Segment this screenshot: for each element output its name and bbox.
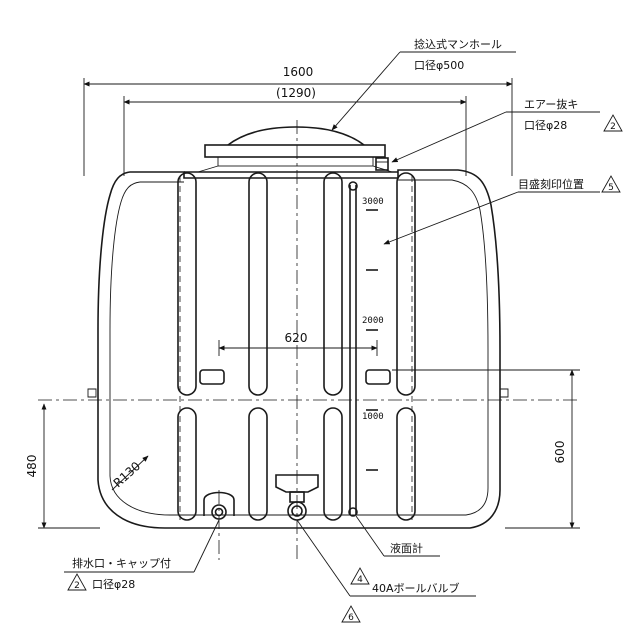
air-vent-label: エアー抜キ [524, 97, 578, 111]
handle-left [199, 369, 225, 385]
ball-valve-label: 40Aボールバルブ [372, 581, 460, 595]
dim-1600: 1600 [283, 65, 314, 79]
scale-mark-rev-triangle [601, 175, 621, 193]
center-lines [38, 120, 580, 560]
tank-body [97, 169, 501, 529]
dimension-lines: 1600 (1290) 620 600 480 R130 [25, 65, 580, 529]
drain-rev-triangle [67, 573, 87, 591]
manhole-flange [204, 144, 386, 158]
level-gauge-rev-triangle [350, 567, 370, 585]
drain-rev: 2 [74, 581, 80, 591]
level-gauge: 3000 2000 1000 [348, 181, 384, 517]
scale-label-2000: 2000 [362, 316, 384, 326]
manhole-dome [227, 126, 365, 146]
air-vent-size: 口径φ28 [524, 119, 567, 132]
scale-mark-rev: 5 [608, 183, 614, 193]
level-gauge-rev: 4 [357, 575, 363, 585]
callouts: 捻込式マンホール 口径φ500 エアー抜キ 口径φ28 2 目盛刻印位置 5 液… [64, 37, 623, 623]
tank-inner-outline [109, 179, 489, 516]
ball-valve-rev: 6 [348, 613, 354, 623]
ball-valve-rev-triangle [341, 605, 361, 623]
manhole-size: 口径φ500 [414, 59, 464, 72]
tank-ribs [87, 172, 509, 521]
manhole-neck [217, 156, 374, 167]
scale-mark-label: 目盛刻印位置 [518, 177, 584, 191]
air-vent [375, 157, 389, 171]
ball-valve-handle [275, 474, 319, 493]
drain-label: 排水口・キャップ付 [72, 556, 171, 570]
dim-1290: (1290) [276, 86, 316, 100]
dim-r130: R130 [111, 459, 144, 490]
tank-outer-outline [97, 169, 501, 529]
air-vent-rev: 2 [610, 122, 616, 132]
drain-size: 口径φ28 [92, 578, 135, 591]
level-gauge-label: 液面計 [390, 541, 423, 555]
dim-600: 600 [553, 441, 567, 464]
air-vent-rev-triangle [603, 114, 623, 132]
manhole-label: 捻込式マンホール [414, 37, 502, 51]
handle-right [365, 369, 391, 385]
dim-620: 620 [285, 331, 308, 345]
scale-label-3000: 3000 [362, 197, 384, 207]
dim-480: 480 [25, 455, 39, 478]
scale-label-1000: 1000 [362, 412, 384, 422]
manhole [197, 126, 393, 173]
